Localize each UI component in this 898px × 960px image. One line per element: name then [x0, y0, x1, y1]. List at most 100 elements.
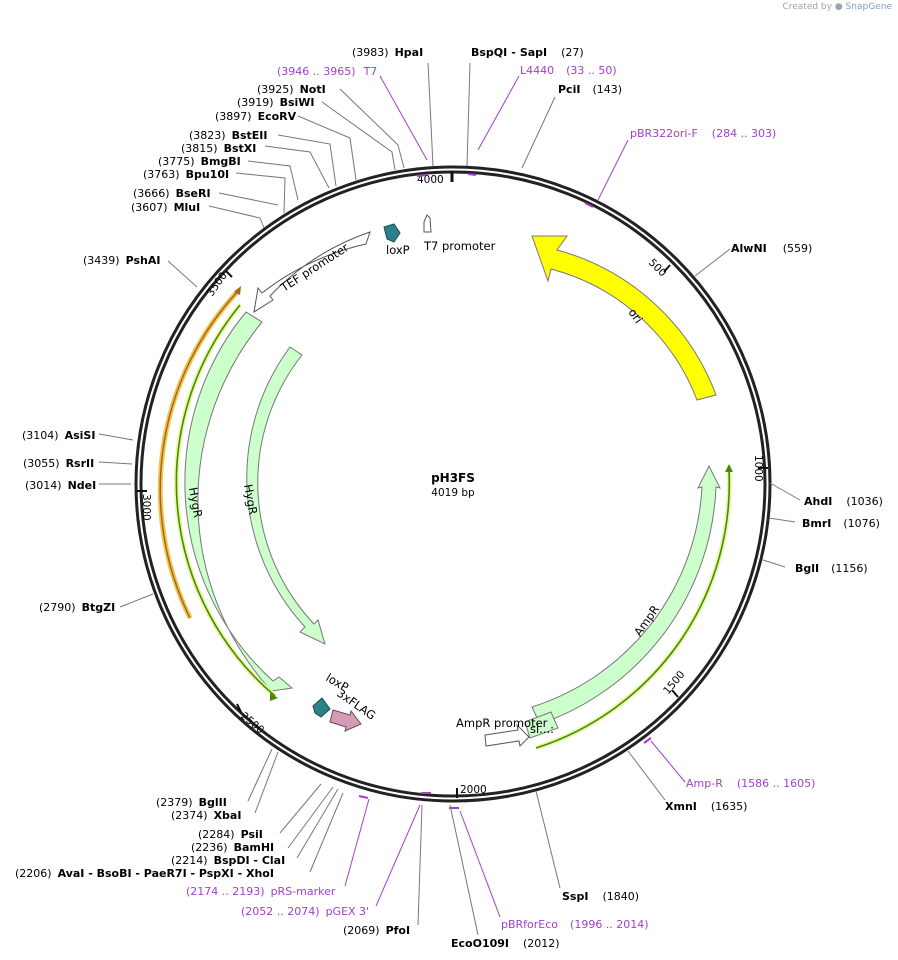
enzyme-label[interactable]: (3925)NotI — [257, 83, 326, 96]
svg-text:BmrI(1076): BmrI(1076) — [802, 517, 880, 530]
tick-mark-2500 — [236, 703, 242, 713]
primer-mark-t7 — [416, 174, 427, 177]
enzyme-labels: (3983)HpaI BspQI-SapI(27) PciI(143) AlwN… — [15, 46, 883, 950]
feature-label-loxp-upper: loxP — [386, 243, 410, 257]
svg-text:(3919)BsiWI: (3919)BsiWI — [237, 96, 315, 109]
primer-label[interactable]: Amp-R(1586 .. 1605) — [686, 777, 815, 790]
svg-text:AhdI(1036): AhdI(1036) — [804, 495, 883, 508]
feature-3xflag[interactable] — [329, 709, 362, 732]
enzyme-label[interactable]: BmrI(1076) — [802, 517, 880, 530]
tick-mark-1500 — [671, 689, 679, 698]
enzyme-label[interactable]: (2214)BspDI - ClaI — [171, 854, 285, 867]
enzyme-label[interactable]: (3775)BmgBI — [158, 155, 241, 168]
feature-hygr-orf-head — [270, 693, 278, 701]
tick-label-2000: 2000 — [460, 784, 487, 796]
feature-hygr-highlight-head — [234, 286, 241, 295]
feature-ampr-promoter[interactable] — [484, 723, 530, 748]
enzyme-label[interactable]: BspQI-SapI(27) — [471, 46, 584, 59]
enzyme-label[interactable]: PciI(143) — [558, 83, 622, 96]
enzyme-label[interactable]: (3607)MluI — [131, 201, 200, 214]
svg-text:(3823)BstEII: (3823)BstEII — [189, 129, 267, 142]
feature-loxp-lower[interactable] — [312, 697, 331, 718]
svg-text:(2206)AvaI - BsoBI - PaeR7I -: (2206)AvaI - BsoBI - PaeR7I - PspXI - Xh… — [15, 867, 274, 880]
svg-text:pBR322ori-F(284 .. 303): pBR322ori-F(284 .. 303) — [630, 127, 776, 140]
primer-label[interactable]: pBR322ori-F(284 .. 303) — [630, 127, 776, 140]
enzyme-label[interactable]: (3815)BstXI — [181, 142, 256, 155]
enzyme-label[interactable]: AhdI(1036) — [804, 495, 883, 508]
svg-text:(3763)Bpu10I: (3763)Bpu10I — [143, 168, 229, 181]
feature-t7-promoter[interactable] — [423, 214, 432, 233]
enzyme-label[interactable]: (2790)BtgZI — [39, 601, 115, 614]
primer-mark-pbr322ori — [584, 202, 594, 208]
feature-hygr-inner[interactable] — [246, 346, 326, 645]
feature-hygr-outer[interactable] — [184, 311, 294, 692]
enzyme-label[interactable]: (3919)BsiWI — [237, 96, 315, 109]
primer-label[interactable]: (3946 .. 3965)T7 — [277, 65, 377, 78]
enzyme-label[interactable]: (3983)HpaI — [352, 46, 423, 59]
svg-text:(2236)BamHI: (2236)BamHI — [191, 841, 274, 854]
feature-label-hygr-outer: HygR — [186, 486, 205, 519]
enzyme-label[interactable]: AlwNI(559) — [731, 242, 812, 255]
svg-text:(2052 .. 2074)pGEX 3': (2052 .. 2074)pGEX 3' — [241, 905, 369, 918]
svg-text:PciI(143): PciI(143) — [558, 83, 622, 96]
enzyme-label[interactable]: (2206)AvaI - BsoBI - PaeR7I - PspXI - Xh… — [15, 867, 274, 880]
svg-text:(3055)RsrII: (3055)RsrII — [23, 457, 94, 470]
tick-mark-500 — [663, 264, 671, 273]
enzyme-label[interactable]: (2236)BamHI — [191, 841, 274, 854]
svg-text:(2214)BspDI - ClaI: (2214)BspDI - ClaI — [171, 854, 285, 867]
enzyme-label[interactable]: (2284)PsiI — [198, 828, 263, 841]
primer-label[interactable]: (2174 .. 2193)pRS-marker — [186, 885, 336, 898]
enzyme-label[interactable]: SspI(1840) — [562, 890, 639, 903]
feature-ampr[interactable] — [531, 464, 721, 725]
svg-text:(3607)MluI: (3607)MluI — [131, 201, 200, 214]
enzyme-label[interactable]: (3104)AsiSI — [22, 429, 95, 442]
primer-leader-lines — [344, 75, 686, 918]
enzyme-label[interactable]: (3897)EcoRV — [215, 110, 297, 123]
enzyme-label[interactable]: XmnI(1635) — [665, 800, 747, 813]
feature-hygr-orf-core — [175, 304, 276, 697]
enzyme-label[interactable]: (3055)RsrII — [23, 457, 94, 470]
enzyme-label[interactable]: (2379)BglII — [156, 796, 227, 809]
primer-label[interactable]: L4440(33 .. 50) — [520, 64, 617, 77]
enzyme-label[interactable]: (3439)PshAI — [83, 254, 160, 267]
features: ori AmpR si...: AmpR promoter loxP 3xFLA… — [157, 214, 733, 751]
credit-prefix: Created by — [782, 2, 832, 12]
primer-label[interactable]: (2052 .. 2074)pGEX 3' — [241, 905, 369, 918]
svg-text:(3815)BstXI: (3815)BstXI — [181, 142, 256, 155]
feature-label-tef-promoter: TEF promoter — [277, 240, 351, 295]
svg-text:(3439)PshAI: (3439)PshAI — [83, 254, 160, 267]
feature-ampr-orf-head — [725, 464, 733, 472]
feature-loxp-upper[interactable] — [383, 223, 401, 243]
svg-text:(3897)EcoRV: (3897)EcoRV — [215, 110, 297, 123]
primer-label[interactable]: pBRforEco(1996 .. 2014) — [501, 918, 649, 931]
enzyme-label[interactable]: (3014)NdeI — [25, 479, 96, 492]
svg-text:(3666)BseRI: (3666)BseRI — [133, 187, 211, 200]
tick-mark-3500 — [225, 270, 233, 278]
primer-mark-prs — [358, 795, 369, 799]
primer-mark-l4440 — [467, 173, 477, 176]
tick-label-1000: 1000 — [752, 455, 764, 482]
feature-hygr-highlight-core — [159, 289, 240, 619]
snapgene-logo-icon: ● — [834, 2, 843, 12]
svg-text:BspQI-SapI(27): BspQI-SapI(27) — [471, 46, 584, 59]
enzyme-label[interactable]: (2069)PfoI — [343, 924, 410, 937]
feature-ori[interactable] — [531, 235, 717, 401]
svg-text:(3946 .. 3965)T7: (3946 .. 3965)T7 — [277, 65, 377, 78]
enzyme-label[interactable]: EcoO109I(2012) — [451, 937, 560, 950]
enzyme-label[interactable]: (3666)BseRI — [133, 187, 211, 200]
tick-label-4000: 4000 — [417, 174, 444, 186]
svg-text:SspI(1840): SspI(1840) — [562, 890, 639, 903]
enzyme-label[interactable]: (3823)BstEII — [189, 129, 267, 142]
enzyme-label[interactable]: (2374)XbaI — [171, 809, 241, 822]
svg-text:L4440(33 .. 50): L4440(33 .. 50) — [520, 64, 617, 77]
primer-mark-ampr — [643, 737, 652, 744]
feature-signal-peptide[interactable] — [524, 711, 559, 739]
feature-tef-promoter[interactable] — [253, 231, 371, 314]
feature-label-hygr-inner: HygR — [241, 483, 260, 516]
label-leader-lines — [98, 62, 801, 936]
plasmid-title: pH3FS 4019 bp — [431, 471, 475, 499]
enzyme-label[interactable]: (3763)Bpu10I — [143, 168, 229, 181]
feature-label-ampr-promoter: AmpR promoter — [456, 716, 548, 730]
enzyme-label[interactable]: BglI(1156) — [795, 562, 868, 575]
